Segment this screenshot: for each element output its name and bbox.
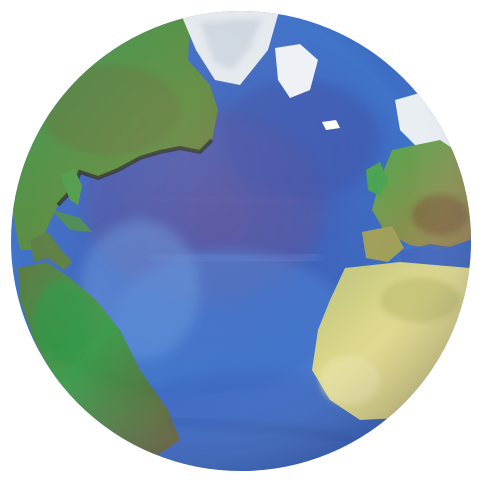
sphere-shading bbox=[11, 11, 471, 471]
